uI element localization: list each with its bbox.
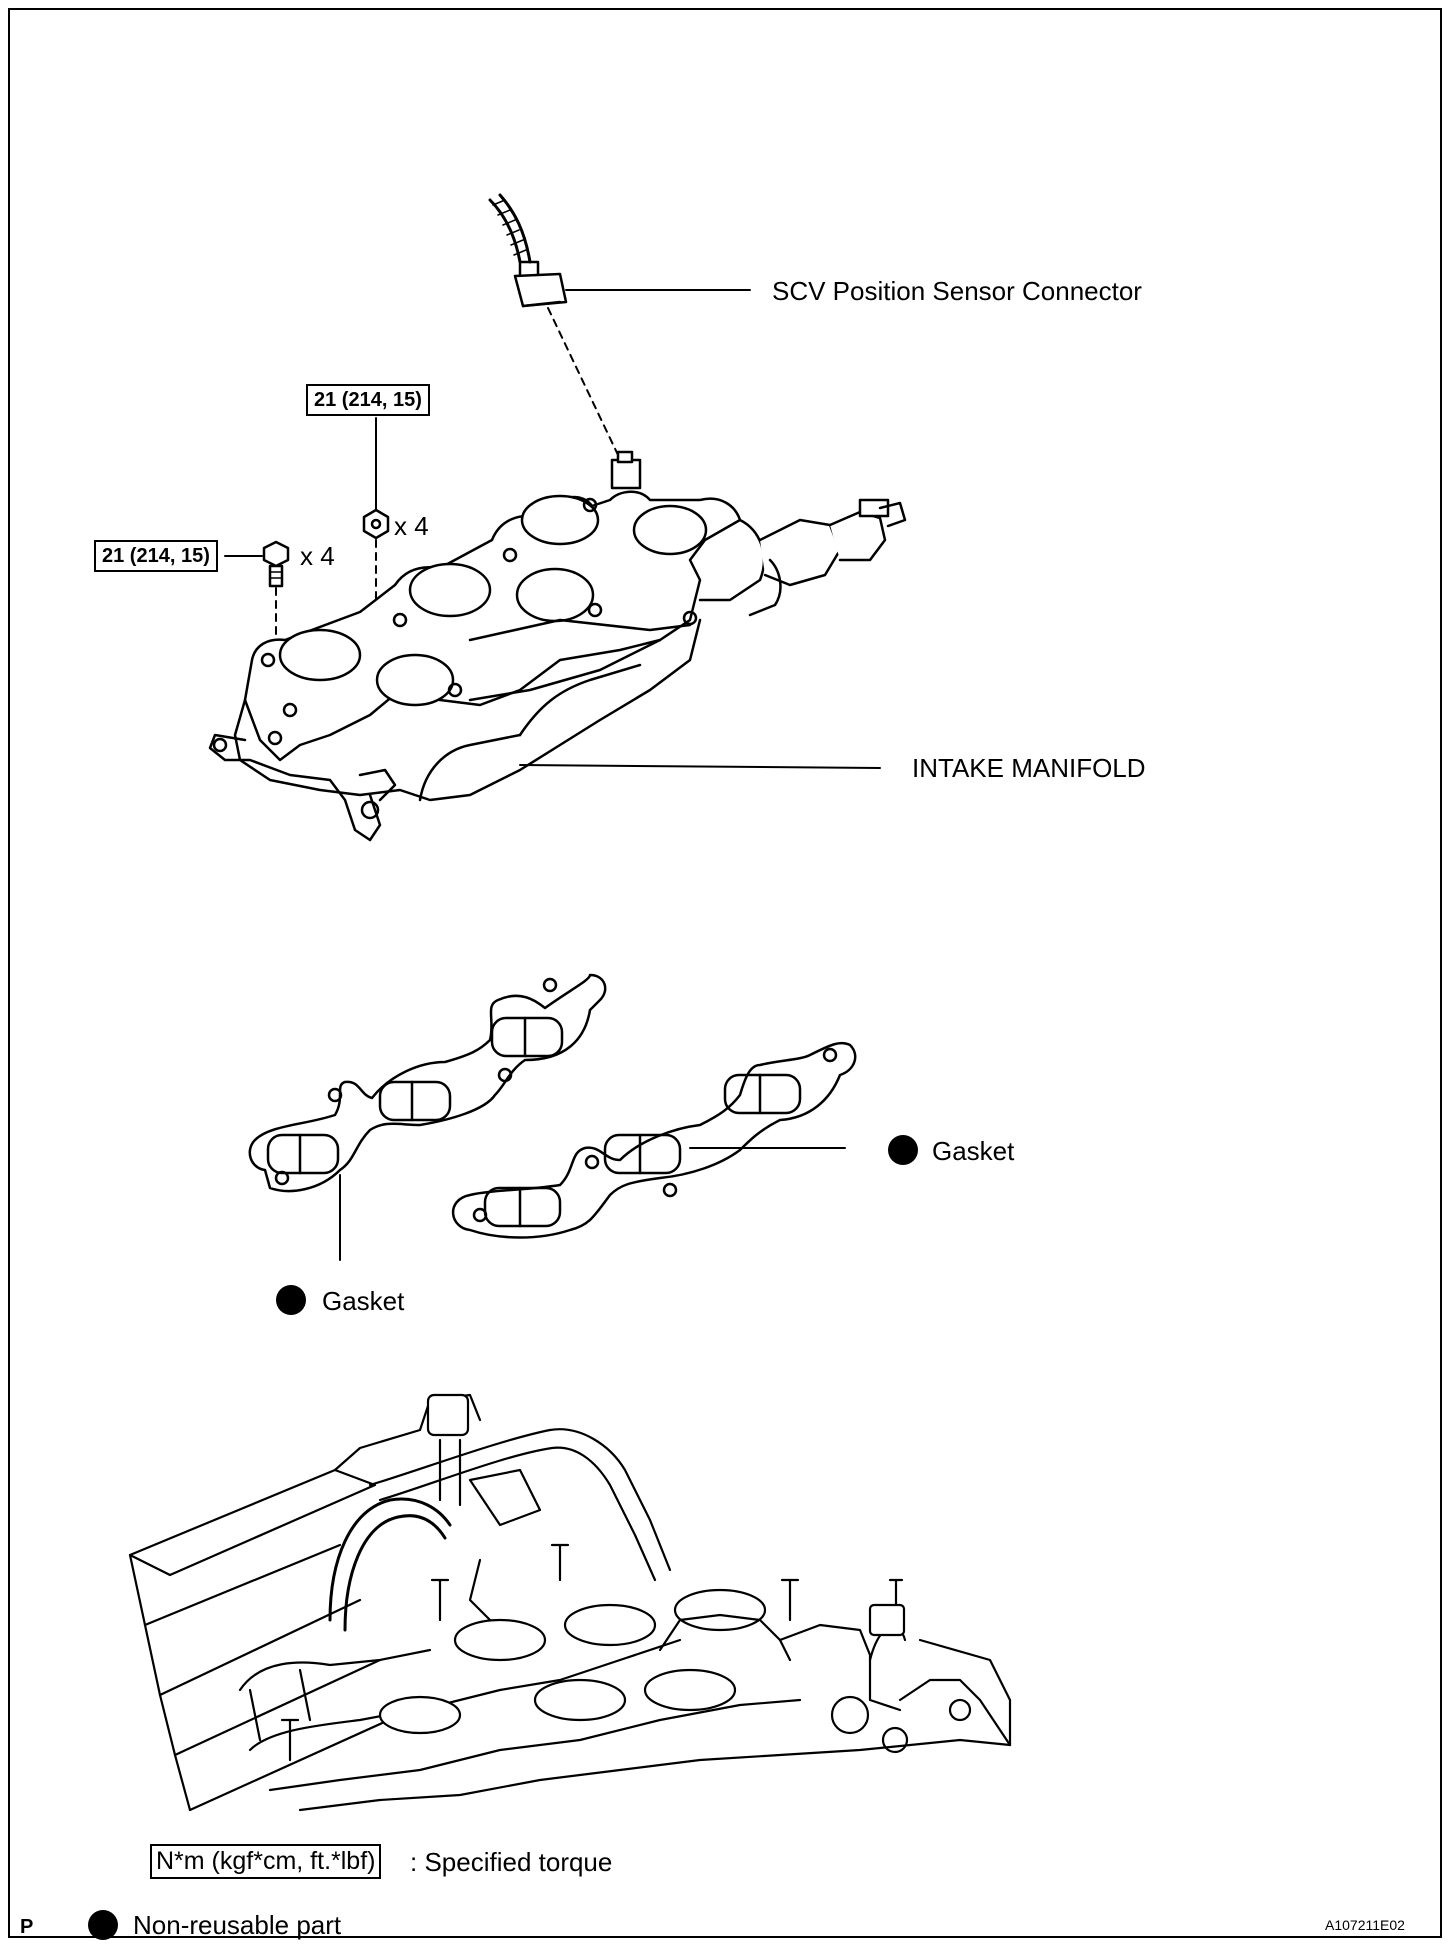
nut-part — [362, 508, 390, 540]
intake-manifold-label: INTAKE MANIFOLD — [912, 753, 1146, 783]
nut-quantity: x 4 — [394, 511, 429, 541]
gasket-left-label: Gasket — [322, 1286, 405, 1316]
nonreusable-mark-icon — [88, 1910, 118, 1940]
figure-frame — [8, 8, 1442, 1938]
nonreusable-mark-icon — [888, 1135, 918, 1165]
bolt-quantity: x 4 — [300, 541, 335, 571]
nut-torque-spec: 21 (214, 15) — [306, 384, 430, 416]
footer-code: P — [20, 1916, 34, 1938]
scv-connector-label: SCV Position Sensor Connector — [772, 276, 1142, 306]
bolt-part — [262, 540, 290, 588]
scv-connector-illustration — [488, 193, 751, 456]
intake-manifold-illustration — [208, 450, 907, 842]
nonreusable-mark-icon — [276, 1285, 306, 1315]
legend-torque-text: : Specified torque — [410, 1847, 613, 1877]
gasket-left-illustration — [248, 973, 607, 1261]
bolt-torque-spec: 21 (214, 15) — [94, 540, 218, 572]
legend-nonreusable-text: Non-reusable part — [133, 1910, 342, 1940]
engine-block-illustration — [128, 1393, 1012, 1812]
figure-id: A107211E02 — [1325, 1917, 1405, 1933]
legend-torque-box: N*m (kgf*cm, ft.*lbf) — [150, 1844, 382, 1879]
gasket-right-label: Gasket — [932, 1136, 1015, 1166]
gasket-right-illustration — [451, 1041, 857, 1239]
